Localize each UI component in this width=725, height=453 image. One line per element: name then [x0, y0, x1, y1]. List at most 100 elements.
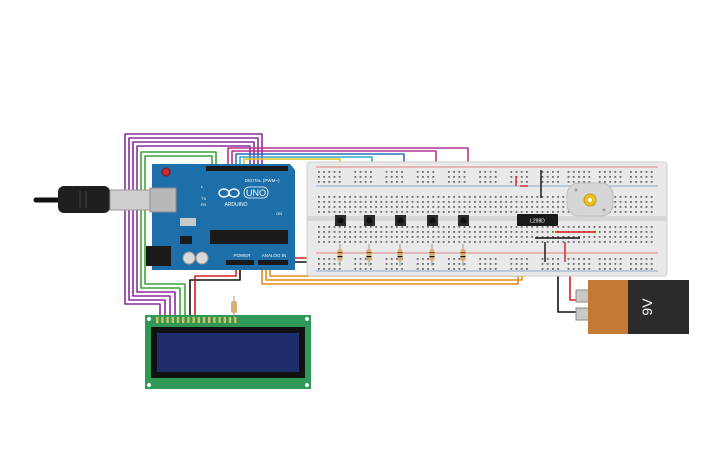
- breadboard-hole[interactable]: [645, 181, 648, 183]
- breadboard-hole[interactable]: [396, 231, 398, 233]
- breadboard-hole[interactable]: [640, 258, 643, 260]
- breadboard-hole[interactable]: [422, 201, 424, 203]
- breadboard-hole[interactable]: [396, 196, 398, 198]
- breadboard-hole[interactable]: [546, 206, 549, 208]
- breadboard-hole[interactable]: [333, 258, 336, 260]
- breadboard-hole[interactable]: [619, 181, 622, 183]
- breadboard-hole[interactable]: [604, 231, 606, 233]
- breadboard-hole[interactable]: [567, 263, 570, 265]
- breadboard-hole[interactable]: [344, 201, 346, 203]
- breadboard-hole[interactable]: [609, 176, 611, 178]
- breadboard-hole[interactable]: [552, 171, 554, 173]
- breadboard-hole[interactable]: [520, 231, 523, 233]
- breadboard-hole[interactable]: [359, 226, 362, 228]
- breadboard-hole[interactable]: [484, 176, 487, 178]
- breadboard-hole[interactable]: [515, 171, 518, 173]
- breadboard-hole[interactable]: [328, 171, 331, 173]
- breadboard-hole[interactable]: [401, 268, 403, 270]
- breadboard-hole[interactable]: [650, 258, 653, 260]
- breadboard-hole[interactable]: [338, 268, 341, 270]
- breadboard-hole[interactable]: [614, 236, 617, 238]
- breadboard-hole[interactable]: [328, 258, 331, 260]
- breadboard-hole[interactable]: [500, 226, 502, 228]
- breadboard-hole[interactable]: [385, 226, 388, 228]
- breadboard-hole[interactable]: [453, 196, 455, 198]
- breadboard-hole[interactable]: [520, 176, 523, 178]
- breadboard-hole[interactable]: [630, 268, 632, 270]
- breadboard-hole[interactable]: [458, 268, 461, 270]
- breadboard-hole[interactable]: [354, 236, 357, 238]
- breadboard-hole[interactable]: [375, 206, 377, 208]
- breadboard-hole[interactable]: [463, 241, 466, 243]
- digital-header[interactable]: [206, 166, 288, 171]
- breadboard-hole[interactable]: [474, 211, 476, 213]
- breadboard-hole[interactable]: [318, 176, 320, 178]
- breadboard-hole[interactable]: [515, 236, 518, 238]
- breadboard-hole[interactable]: [453, 171, 455, 173]
- breadboard-hole[interactable]: [427, 263, 429, 265]
- breadboard-hole[interactable]: [364, 211, 367, 213]
- breadboard-hole[interactable]: [536, 241, 539, 243]
- breadboard-hole[interactable]: [344, 241, 346, 243]
- breadboard-hole[interactable]: [500, 241, 502, 243]
- breadboard-hole[interactable]: [323, 196, 325, 198]
- breadboard-hole[interactable]: [604, 236, 606, 238]
- breadboard-hole[interactable]: [479, 171, 481, 173]
- breadboard-hole[interactable]: [624, 226, 627, 228]
- breadboard-hole[interactable]: [531, 236, 533, 238]
- breadboard-hole[interactable]: [359, 241, 362, 243]
- breadboard-hole[interactable]: [422, 241, 424, 243]
- breadboard-hole[interactable]: [437, 241, 440, 243]
- breadboard-hole[interactable]: [484, 181, 487, 183]
- breadboard-hole[interactable]: [645, 268, 648, 270]
- breadboard-hole[interactable]: [385, 268, 388, 270]
- breadboard-hole[interactable]: [598, 181, 601, 183]
- breadboard-hole[interactable]: [406, 236, 409, 238]
- breadboard-hole[interactable]: [323, 258, 325, 260]
- breadboard-hole[interactable]: [333, 176, 336, 178]
- breadboard-hole[interactable]: [468, 206, 471, 208]
- breadboard-hole[interactable]: [422, 236, 424, 238]
- breadboard-hole[interactable]: [557, 206, 559, 208]
- breadboard-hole[interactable]: [494, 201, 497, 203]
- breadboard-hole[interactable]: [416, 231, 419, 233]
- breadboard-hole[interactable]: [406, 196, 409, 198]
- breadboard-hole[interactable]: [536, 196, 539, 198]
- breadboard-hole[interactable]: [448, 226, 450, 228]
- breadboard-hole[interactable]: [609, 268, 611, 270]
- breadboard-hole[interactable]: [354, 181, 357, 183]
- breadboard-hole[interactable]: [546, 211, 549, 213]
- breadboard-hole[interactable]: [619, 263, 622, 265]
- push-button[interactable]: [395, 215, 406, 226]
- breadboard-hole[interactable]: [515, 196, 518, 198]
- breadboard-hole[interactable]: [328, 268, 331, 270]
- breadboard-hole[interactable]: [359, 201, 362, 203]
- breadboard-hole[interactable]: [578, 226, 580, 228]
- breadboard-hole[interactable]: [520, 201, 523, 203]
- push-button[interactable]: [364, 215, 375, 226]
- breadboard-hole[interactable]: [505, 241, 507, 243]
- breadboard-hole[interactable]: [562, 241, 565, 243]
- breadboard-hole[interactable]: [630, 171, 632, 173]
- breadboard-hole[interactable]: [333, 226, 336, 228]
- breadboard-hole[interactable]: [385, 236, 388, 238]
- breadboard-hole[interactable]: [583, 268, 585, 270]
- breadboard-hole[interactable]: [323, 236, 325, 238]
- breadboard-hole[interactable]: [370, 171, 372, 173]
- breadboard-hole[interactable]: [442, 226, 445, 228]
- breadboard-hole[interactable]: [354, 201, 357, 203]
- breadboard-hole[interactable]: [318, 201, 320, 203]
- breadboard-hole[interactable]: [401, 211, 403, 213]
- breadboard-hole[interactable]: [619, 201, 622, 203]
- breadboard-hole[interactable]: [354, 226, 357, 228]
- breadboard-hole[interactable]: [448, 206, 450, 208]
- breadboard-hole[interactable]: [354, 206, 357, 208]
- push-button[interactable]: [335, 215, 346, 226]
- breadboard-hole[interactable]: [510, 206, 513, 208]
- breadboard-hole[interactable]: [427, 176, 429, 178]
- breadboard-hole[interactable]: [598, 236, 601, 238]
- breadboard-hole[interactable]: [645, 231, 648, 233]
- breadboard-hole[interactable]: [494, 211, 497, 213]
- breadboard-hole[interactable]: [546, 201, 549, 203]
- breadboard-hole[interactable]: [479, 201, 481, 203]
